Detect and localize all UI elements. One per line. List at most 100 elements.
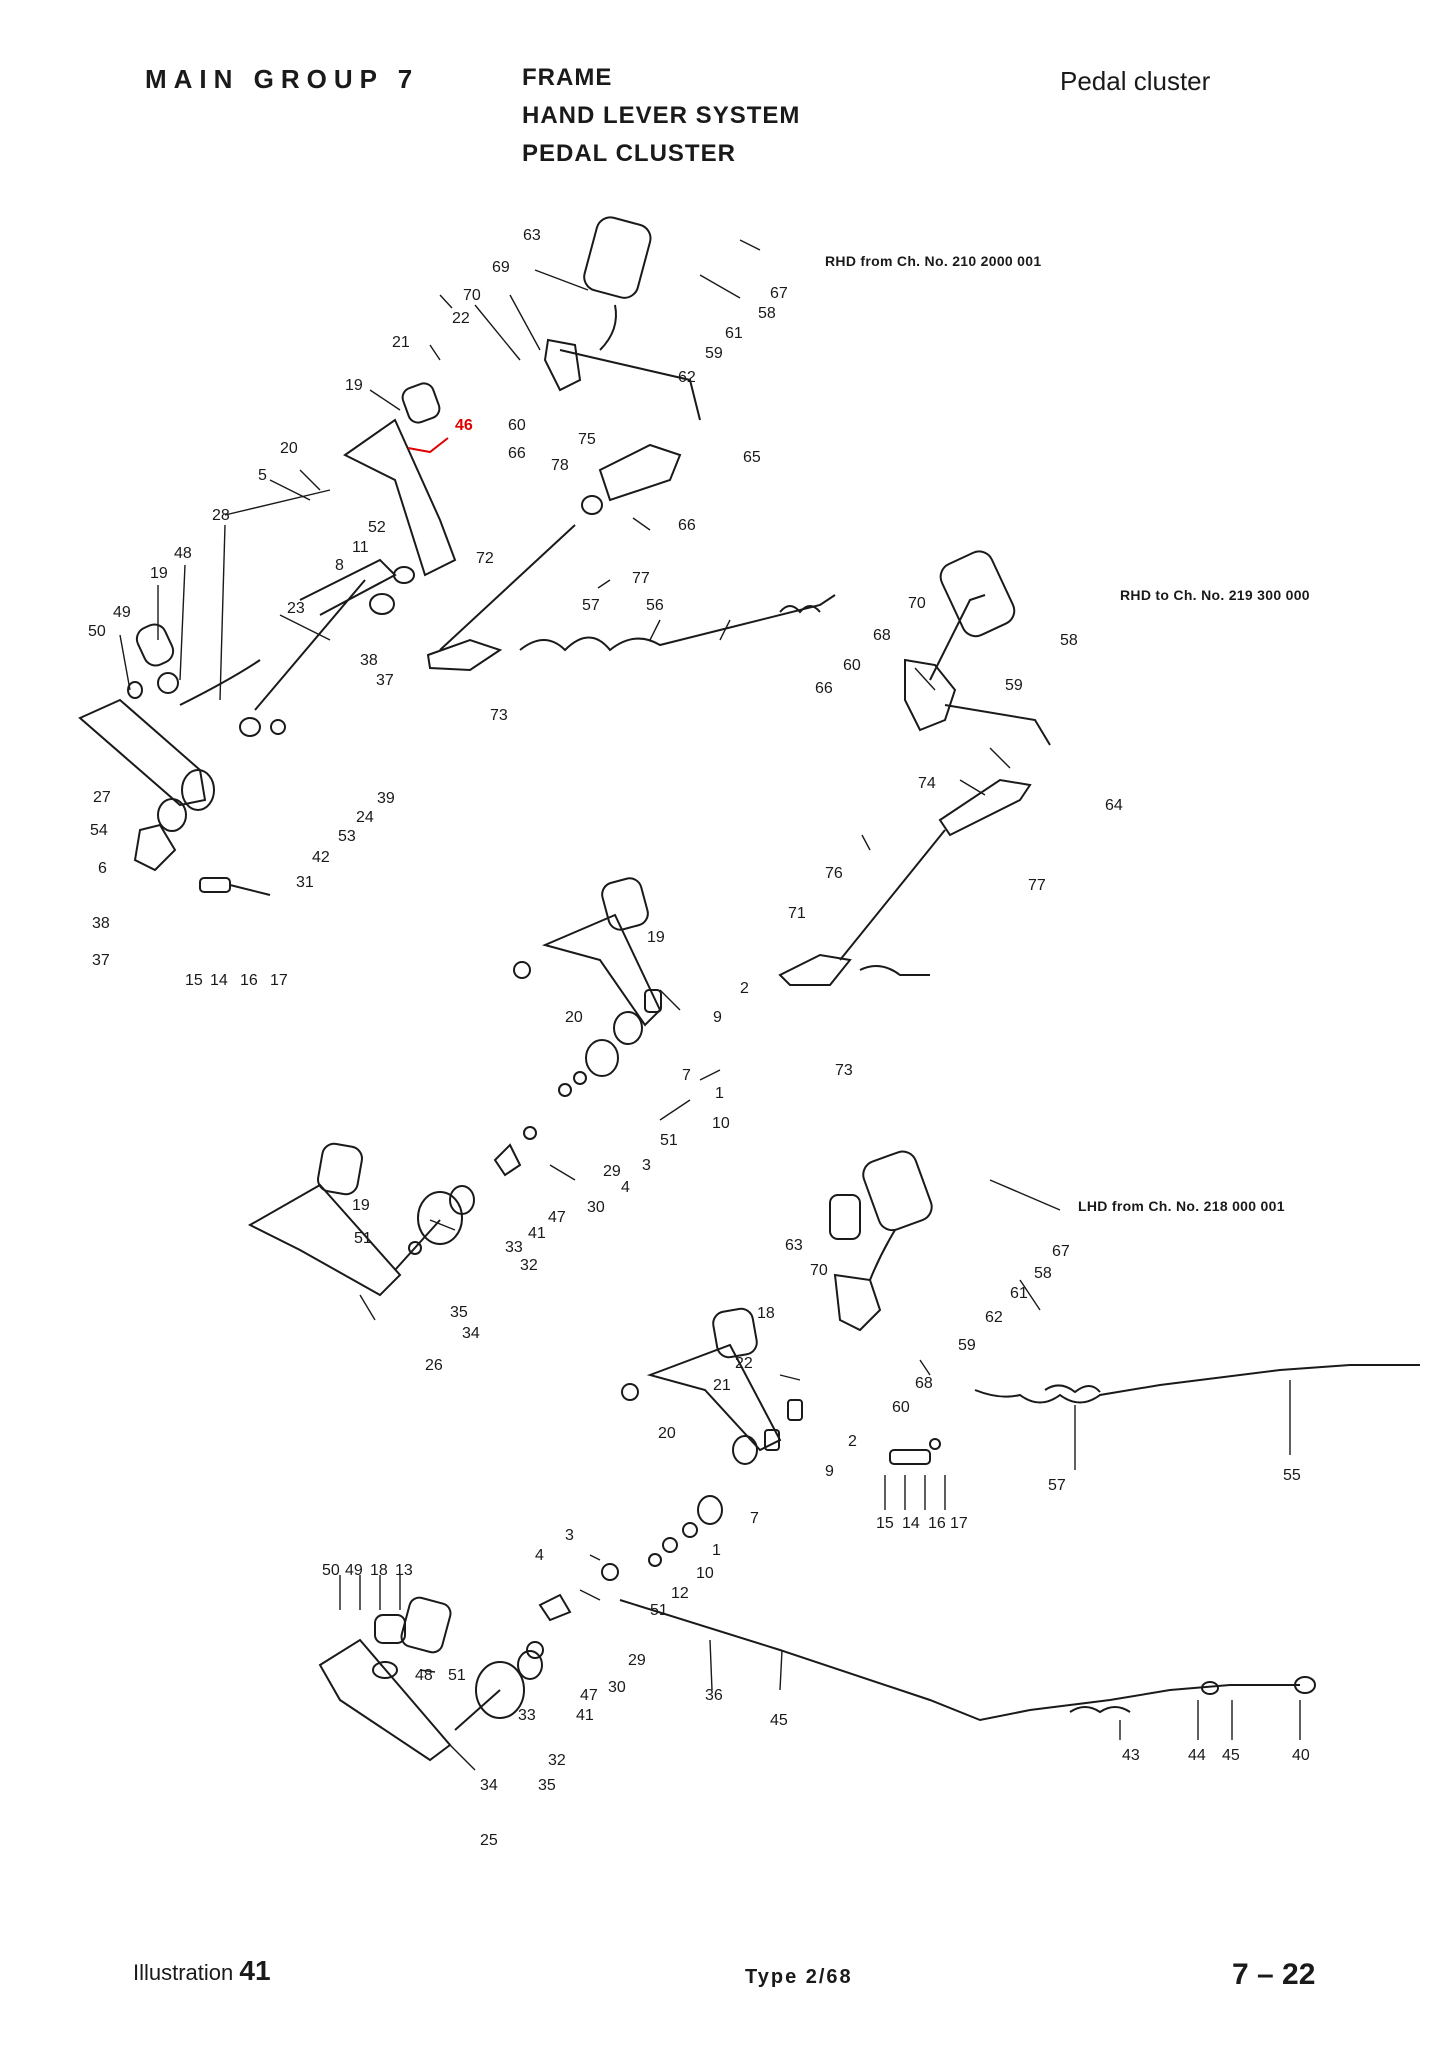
part-number-35: 35 bbox=[450, 1304, 468, 1321]
part-number-66: 66 bbox=[678, 517, 696, 534]
part-number-9: 9 bbox=[713, 1009, 722, 1026]
lhd-pedal-group bbox=[318, 1150, 1420, 1762]
part-number-15: 15 bbox=[876, 1515, 894, 1532]
part-number-73: 73 bbox=[490, 707, 508, 724]
part-number-72: 72 bbox=[476, 550, 494, 567]
part-number-50: 50 bbox=[322, 1562, 340, 1579]
part-number-57: 57 bbox=[1048, 1477, 1066, 1494]
part-number-78: 78 bbox=[551, 457, 569, 474]
part-number-34: 34 bbox=[462, 1325, 480, 1342]
part-number-48: 48 bbox=[174, 545, 192, 562]
part-number-70: 70 bbox=[908, 595, 926, 612]
part-number-62: 62 bbox=[678, 369, 696, 386]
part-number-27: 27 bbox=[93, 789, 111, 806]
part-number-64: 64 bbox=[1105, 797, 1123, 814]
parts-drawing bbox=[78, 216, 1420, 1762]
part-number-42: 42 bbox=[312, 849, 330, 866]
part-number-75: 75 bbox=[578, 431, 596, 448]
part-number-68: 68 bbox=[873, 627, 891, 644]
part-number-47: 47 bbox=[548, 1209, 566, 1226]
part-number-39: 39 bbox=[377, 790, 395, 807]
part-number-76: 76 bbox=[825, 865, 843, 882]
part-number-60: 60 bbox=[508, 417, 526, 434]
illustration-caption: Illustration 41 bbox=[133, 1955, 271, 1987]
part-number-29: 29 bbox=[628, 1652, 646, 1669]
part-number-20: 20 bbox=[658, 1425, 676, 1442]
part-number-58: 58 bbox=[758, 305, 776, 322]
heading-hand-lever-system: HAND LEVER SYSTEM bbox=[522, 102, 801, 129]
part-number-37: 37 bbox=[376, 672, 394, 689]
part-number-3: 3 bbox=[642, 1157, 651, 1174]
accelerator-linkage-rhd-to bbox=[778, 550, 1051, 986]
part-number-45: 45 bbox=[770, 1712, 788, 1729]
part-number-41: 41 bbox=[528, 1225, 546, 1242]
part-number-7: 7 bbox=[750, 1510, 759, 1527]
part-number-9: 9 bbox=[825, 1463, 834, 1480]
part-number-11: 11 bbox=[352, 539, 369, 556]
part-number-60: 60 bbox=[892, 1399, 910, 1416]
hand-lever-assembly bbox=[78, 382, 457, 896]
part-number-57: 57 bbox=[582, 597, 600, 614]
part-number-32: 32 bbox=[548, 1752, 566, 1769]
part-number-35: 35 bbox=[538, 1777, 556, 1794]
illustration-label: Illustration bbox=[133, 1960, 234, 1985]
part-number-38: 38 bbox=[92, 915, 110, 932]
part-number-73: 73 bbox=[835, 1062, 853, 1079]
part-number-14: 14 bbox=[902, 1515, 920, 1532]
part-number-23: 23 bbox=[287, 600, 305, 617]
part-number-7: 7 bbox=[682, 1067, 691, 1084]
part-number-59: 59 bbox=[958, 1337, 976, 1354]
part-number-14: 14 bbox=[210, 972, 228, 989]
section-title: Pedal cluster bbox=[1060, 66, 1211, 96]
part-number-5: 5 bbox=[258, 467, 267, 484]
part-number-70: 70 bbox=[463, 287, 481, 304]
part-number-19: 19 bbox=[352, 1197, 370, 1214]
vehicle-type: Type 2/68 bbox=[745, 1966, 853, 1988]
part-number-3: 3 bbox=[565, 1527, 574, 1544]
part-number-63: 63 bbox=[523, 227, 541, 244]
accelerator-linkage-rhd-from bbox=[426, 216, 836, 672]
part-number-66: 66 bbox=[508, 445, 526, 462]
part-number-6: 6 bbox=[98, 860, 107, 877]
part-number-19: 19 bbox=[647, 929, 665, 946]
clutch-pedal-rhd bbox=[247, 877, 662, 1297]
part-number-29: 29 bbox=[603, 1163, 621, 1180]
part-number-66: 66 bbox=[815, 680, 833, 697]
part-number-18: 18 bbox=[370, 1562, 388, 1579]
part-number-22: 22 bbox=[452, 310, 470, 327]
part-number-61: 61 bbox=[1010, 1285, 1028, 1302]
part-number-20: 20 bbox=[280, 440, 298, 457]
part-number-16: 16 bbox=[928, 1515, 946, 1532]
part-number-52: 52 bbox=[368, 519, 386, 536]
part-number-20: 20 bbox=[565, 1009, 583, 1026]
part-number-34: 34 bbox=[480, 1777, 498, 1794]
part-number-59: 59 bbox=[1005, 677, 1023, 694]
part-number-30: 30 bbox=[587, 1199, 605, 1216]
part-number-17: 17 bbox=[270, 972, 288, 989]
part-number-77: 77 bbox=[632, 570, 650, 587]
part-number-15: 15 bbox=[185, 972, 203, 989]
part-number-22: 22 bbox=[735, 1355, 753, 1372]
part-number-36: 36 bbox=[705, 1687, 723, 1704]
part-number-17: 17 bbox=[950, 1515, 968, 1532]
illustration-number: 41 bbox=[239, 1955, 271, 1986]
part-number-37: 37 bbox=[92, 952, 110, 969]
main-group-heading: MAIN GROUP 7 bbox=[145, 64, 420, 94]
part-number-51: 51 bbox=[660, 1132, 678, 1149]
part-number-51: 51 bbox=[448, 1667, 466, 1684]
part-number-28: 28 bbox=[212, 507, 230, 524]
part-number-56: 56 bbox=[646, 597, 664, 614]
variant-rhd-from: RHD from Ch. No. 210 2000 001 bbox=[825, 253, 1042, 269]
highlight-leader-46 bbox=[407, 437, 449, 454]
part-number-67: 67 bbox=[770, 285, 788, 302]
part-number-51: 51 bbox=[354, 1230, 372, 1247]
part-number-40: 40 bbox=[1292, 1747, 1310, 1764]
part-number-47: 47 bbox=[580, 1687, 598, 1704]
part-number-21: 21 bbox=[713, 1377, 731, 1394]
heading-frame: FRAME bbox=[522, 64, 613, 91]
part-number-26: 26 bbox=[425, 1357, 443, 1374]
part-number-18: 18 bbox=[757, 1305, 775, 1322]
part-number-4: 4 bbox=[621, 1179, 630, 1196]
part-number-71: 71 bbox=[788, 905, 806, 922]
